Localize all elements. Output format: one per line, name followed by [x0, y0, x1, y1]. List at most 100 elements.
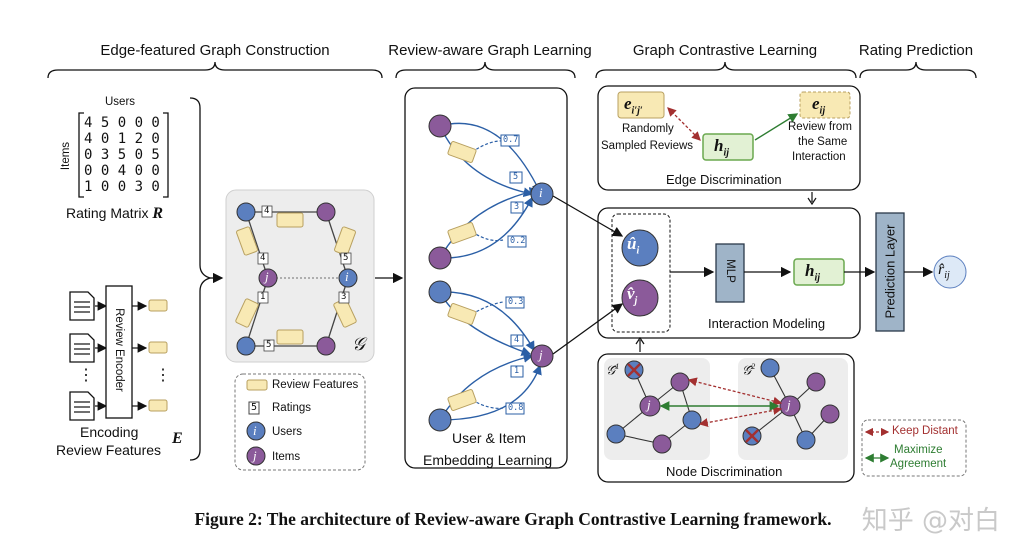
matrix-row: 4 0 1 2 0	[84, 131, 160, 147]
neg-label-2: Sampled Reviews	[601, 140, 694, 152]
header-review-learning: Review-aware Graph Learning	[388, 42, 592, 59]
legend-review-features: Review Features	[272, 379, 359, 391]
g2-symbol: 𝒢̂	[742, 362, 752, 378]
rating-value: 1	[260, 292, 266, 302]
h-edge-subscript: ij	[723, 147, 730, 159]
keep-distant-label: Keep Distant	[892, 425, 958, 437]
g2-label: 𝒢̂2	[742, 362, 755, 378]
header-edge-graph: Edge-featured Graph Construction	[100, 42, 330, 59]
prediction-output: r̂ij	[938, 261, 950, 281]
legend-rating-sample: 5	[251, 402, 258, 413]
interaction-panel	[597, 207, 861, 339]
node-g2-item-glyph: j	[787, 397, 791, 412]
legend-item-glyph: j	[253, 448, 257, 463]
u-hat-subscript: i	[636, 245, 640, 257]
matrix-brackets	[78, 112, 169, 198]
matrix-symbol: R	[152, 205, 164, 222]
edge-value: 0.3	[508, 297, 524, 307]
pos-label-2: the Same	[798, 136, 848, 148]
embedding-user-glyph: i	[539, 185, 543, 200]
e-neg-label: ei′j′	[624, 94, 643, 116]
edge-disc-panel	[597, 85, 861, 191]
rating-value: 4	[260, 253, 266, 263]
maximize-label-1: Maximize	[894, 444, 943, 456]
review-encoder-box	[105, 285, 133, 419]
header-rating-pred: Rating Prediction	[858, 42, 974, 59]
u-hat-symbol: û	[627, 234, 637, 253]
e-pos-symbol: e	[812, 94, 820, 113]
matrix-row: 0 0 4 0 0	[84, 163, 160, 179]
node-disc-title: Node Discrimination	[666, 464, 783, 479]
u-hat-label: ûi	[627, 234, 639, 256]
matrix-row: 4 5 0 0 0	[84, 115, 160, 131]
edge-value: 0.7	[503, 135, 519, 145]
edge-value: 4	[514, 335, 520, 345]
legend-box	[234, 373, 366, 471]
legend-ratings: Ratings	[272, 402, 311, 414]
h-int-symbol: h	[805, 261, 815, 280]
rating-value: 5	[266, 340, 272, 350]
v-hat-label: v̂j	[627, 284, 637, 306]
legend-users: Users	[272, 426, 303, 438]
maximize-label-2: Agreement	[890, 458, 947, 470]
e-pos-subscript: ij	[819, 105, 826, 117]
h-int-label: hij	[805, 261, 820, 283]
g1-label: 𝒢̂1	[606, 362, 619, 378]
neg-label-1: Randomly	[622, 123, 674, 135]
header-braces	[47, 61, 977, 79]
edge-disc-title: Edge Discrimination	[666, 172, 782, 187]
users-label: Users	[105, 96, 136, 108]
encoded-review-features	[148, 299, 168, 412]
rating-matrix: 4 5 0 0 0 4 0 1 2 0 0 3 5 0 5 0 0 4 0 0 …	[84, 115, 160, 195]
v-hat-symbol: v̂	[627, 284, 635, 303]
encoder-dots: ⋮	[78, 367, 94, 384]
matrix-row: 1 0 0 3 0	[84, 179, 160, 195]
h-edge-symbol: h	[714, 136, 724, 155]
v-hat-subscript: j	[634, 295, 638, 307]
graph-user-glyph: i	[345, 269, 349, 284]
graph-item-glyph: j	[265, 269, 269, 284]
e-neg-symbol: e	[624, 94, 632, 113]
figure-caption: Figure 2: The architecture of Review-awa…	[194, 509, 832, 529]
embedding-caption-2: Embedding Learning	[423, 452, 553, 468]
h-edge-label: hij	[714, 136, 729, 158]
edge-value: 0.2	[510, 236, 526, 246]
edge-value: 5	[513, 172, 519, 182]
interaction-title: Interaction Modeling	[708, 316, 826, 331]
pos-label-3: Interaction	[792, 151, 846, 163]
items-label: Items	[60, 141, 73, 171]
g2-superscript: 2	[751, 362, 756, 371]
edge-value: 3	[514, 202, 520, 212]
matrix-row: 0 3 5 0 5	[84, 147, 160, 163]
g1-symbol: 𝒢̂	[606, 362, 616, 378]
edge-value: 1	[514, 366, 520, 376]
edge-value: 0.8	[508, 403, 524, 413]
node-disc-panel	[597, 353, 855, 483]
prediction-output-subscript: ij	[944, 270, 950, 282]
left-group-brace	[189, 97, 213, 461]
graph-g-nodes	[236, 202, 358, 356]
e-neg-subscript: i′j′	[631, 105, 643, 117]
encoding-caption-1: Encoding	[80, 424, 139, 440]
watermark: 知乎 @对白	[861, 506, 1000, 536]
embedding-caption-1: User & Item	[452, 430, 526, 446]
encoding-symbol: E	[172, 430, 183, 447]
mlp-label: MLP	[723, 259, 736, 283]
legend-user-glyph: i	[253, 423, 257, 438]
embedding-panel	[404, 87, 568, 469]
pos-label-1: Review from	[788, 121, 852, 133]
encoding-caption-2: Review Features	[56, 442, 162, 458]
header-contrastive: Graph Contrastive Learning	[632, 42, 818, 59]
rating-matrix-caption: Rating Matrix R	[66, 205, 164, 222]
mlp-box	[715, 243, 745, 303]
encoder-out-dots: ⋮	[155, 367, 171, 384]
prediction-output-symbol: r̂	[938, 261, 945, 278]
prediction-layer-label: Prediction Layer	[882, 224, 898, 319]
node-g1-item-glyph: j	[647, 397, 651, 412]
h-int-subscript: ij	[814, 272, 821, 284]
document-icons	[69, 291, 95, 421]
g1-superscript: 1	[615, 362, 620, 371]
review-encoder-label: Review Encoder	[113, 308, 125, 392]
rating-value: 3	[341, 292, 347, 302]
embedding-item-glyph: j	[539, 347, 543, 362]
